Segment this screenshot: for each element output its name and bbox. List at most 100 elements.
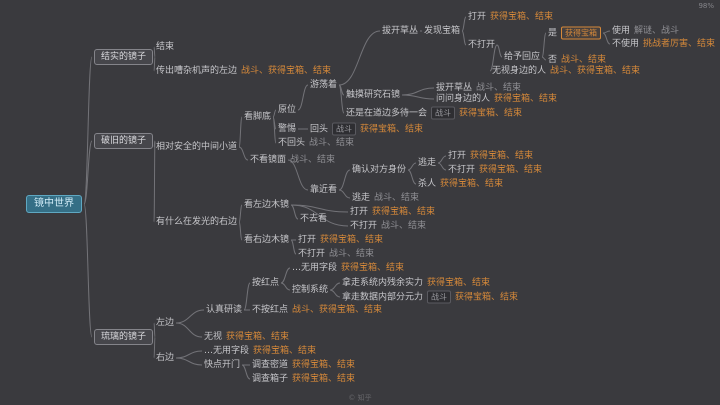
- edge-zuobian-rzyd: [175, 309, 205, 324]
- edge-ahd-kzxt: [280, 282, 291, 291]
- edge-jieshi-a2: [153, 56, 156, 72]
- node-liuli[interactable]: 琉璃的镜子: [94, 329, 154, 345]
- node-dcmd[interactable]: 调查密道获得宝箱、结束: [252, 359, 355, 371]
- node-shiyong[interactable]: 使用解谜、战斗: [612, 25, 679, 37]
- node-dcxz[interactable]: 调查箱子获得宝箱、结束: [252, 373, 355, 385]
- edge-youdang-bkcc: [338, 30, 381, 86]
- node-nczl[interactable]: 拿走系统内残余实力获得宝箱、结束: [342, 277, 490, 289]
- node-jieshi[interactable]: 结实的镜子: [94, 49, 154, 65]
- node-label: 结实的镜子: [101, 52, 147, 62]
- node-label: 有什么在发光的右边: [156, 217, 238, 227]
- node-label: 游荡着: [310, 80, 338, 90]
- node-qrdfsf[interactable]: 确认对方身份: [352, 164, 406, 176]
- outcome-text: 战斗、结束: [381, 221, 427, 231]
- node-dk2[interactable]: 打开获得宝箱、结束: [448, 150, 533, 162]
- node-fou[interactable]: 否战斗、结束: [548, 54, 606, 66]
- node-sharen[interactable]: 杀人获得宝箱、结束: [418, 178, 503, 190]
- edge-liuli-youbian: [153, 336, 156, 359]
- node-label: 镜中世界: [34, 198, 74, 209]
- node-bkcc[interactable]: 拔开草丛: [382, 25, 418, 37]
- node-youdang[interactable]: 游荡着: [310, 79, 337, 91]
- node-yuanwei[interactable]: 原位: [278, 104, 296, 116]
- node-wushi[interactable]: 无视获得宝箱、结束: [204, 331, 289, 343]
- node-buqukan[interactable]: 不去看: [300, 213, 327, 225]
- node-kyb[interactable]: 看右边木镜: [244, 234, 289, 246]
- reward-text: 获得宝箱、结束: [494, 94, 558, 104]
- node-kzb[interactable]: 看左边木镜: [244, 199, 289, 211]
- node-bkjm[interactable]: 不看镜面战斗、结束: [250, 154, 335, 166]
- node-wyzd2[interactable]: …无用字段获得宝箱、结束: [204, 345, 316, 357]
- node-kjd[interactable]: 看脚底: [244, 111, 271, 123]
- reward-text: 获得宝箱、结束: [440, 179, 504, 189]
- node-label: 逃走: [418, 158, 437, 168]
- edge-cmyj-wwsbdr: [401, 94, 435, 100]
- battle-badge: 战斗: [431, 106, 456, 120]
- edge-kdkm-dcxz: [241, 364, 251, 380]
- outcome-text: 战斗、结束: [309, 138, 355, 148]
- node-dk3[interactable]: 打开获得宝箱、结束: [350, 206, 435, 218]
- node-huitou[interactable]: 回头战斗获得宝箱、结束: [310, 122, 423, 136]
- node-buhuitou[interactable]: 不回头战斗、结束: [278, 137, 354, 149]
- node-cmyj[interactable]: 触摸研究石镜: [346, 89, 400, 101]
- node-kaojinkan[interactable]: 靠近看: [310, 184, 337, 196]
- node-jyhy[interactable]: 给予回应: [504, 51, 540, 63]
- node-kdkm[interactable]: 快点开门: [204, 359, 240, 371]
- node-label: 拿走数据内部分元力: [342, 292, 424, 302]
- node-fxbx[interactable]: 发现宝箱: [424, 25, 460, 37]
- node-b2[interactable]: 有什么在发光的右边: [156, 216, 237, 228]
- edge-b1-bkjm: [238, 146, 249, 161]
- node-bkcc2[interactable]: 拔开草丛战斗、结束: [436, 82, 521, 94]
- node-bdk3[interactable]: 不打开战斗、结束: [350, 220, 426, 232]
- node-kzxt[interactable]: 控制系统: [292, 284, 328, 296]
- node-label: 相对安全的中间小道: [156, 142, 238, 152]
- node-label: 看右边木镜: [244, 235, 290, 245]
- node-label: 使用: [612, 26, 631, 36]
- edge-b2-kzb: [238, 204, 243, 223]
- node-label: 打开: [350, 207, 369, 217]
- node-jingti[interactable]: 警惕: [278, 123, 296, 135]
- edge-kaojinkan-taozou2: [338, 189, 351, 199]
- node-label: 按红点: [252, 278, 280, 288]
- node-label: 逃走: [352, 193, 371, 203]
- node-youbian[interactable]: 右边: [156, 352, 174, 364]
- node-bdk2[interactable]: 不打开获得宝箱、结束: [448, 164, 542, 176]
- node-label: 打开: [448, 151, 467, 161]
- node-wyzd1[interactable]: …无用字段获得宝箱、结束: [292, 262, 404, 274]
- node-shi[interactable]: 是获得宝箱: [548, 26, 602, 40]
- edge-youbian-wyzd2: [175, 350, 203, 359]
- node-dk1[interactable]: 打开获得宝箱、结束: [468, 11, 553, 23]
- node-bahd[interactable]: 不按红点战斗、获得宝箱、结束: [252, 304, 382, 316]
- edge-taozou1-dk2: [437, 155, 447, 164]
- outcome-text: 战斗、结束: [476, 83, 522, 93]
- edge-b1-kjd: [238, 116, 243, 148]
- edge-jyhy-fou: [541, 56, 547, 61]
- node-dk4[interactable]: 打开获得宝箱、结束: [298, 234, 383, 246]
- node-label: 否: [548, 55, 558, 65]
- edge-bdk1-wssbdr: [489, 44, 498, 72]
- node-xingmu[interactable]: 破旧的镜子: [94, 133, 154, 149]
- node-wssbdr[interactable]: 无视身边的人战斗、获得宝箱、结束: [492, 65, 640, 77]
- edge-ahd-wyzd1: [280, 267, 291, 284]
- node-label: 触摸研究石镜: [346, 90, 401, 100]
- node-root[interactable]: 镜中世界: [26, 195, 82, 213]
- node-taozou1[interactable]: 逃走: [418, 157, 436, 169]
- edge-b2-kyb: [238, 221, 243, 241]
- node-bdk4[interactable]: 不打开战斗、结束: [298, 248, 374, 260]
- node-nzsj[interactable]: 拿走数据内部分元力战斗获得宝箱、结束: [342, 290, 518, 304]
- node-bdk1[interactable]: 不打开: [468, 39, 495, 51]
- node-hsdd[interactable]: 还是在道边多待一会战斗获得宝箱、结束: [346, 106, 522, 120]
- node-taozou2[interactable]: 逃走战斗、结束: [352, 192, 419, 204]
- node-bushiyong[interactable]: 不使用挑战者厉害、结束: [612, 38, 715, 50]
- node-wwsbdr[interactable]: 问问身边的人获得宝箱、结束: [436, 93, 557, 105]
- node-a2[interactable]: 传出嘈杂机声的左边战斗、获得宝箱、结束: [156, 65, 331, 77]
- node-b1[interactable]: 相对安全的中间小道: [156, 141, 237, 153]
- zoom-indicator[interactable]: 98%: [698, 2, 714, 10]
- node-ahd[interactable]: 按红点: [252, 277, 279, 289]
- outcome-text: 解谜、战斗: [634, 26, 680, 36]
- node-a1[interactable]: 结束: [156, 41, 174, 53]
- node-label: 不去看: [300, 214, 328, 224]
- node-zuobian[interactable]: 左边: [156, 317, 174, 329]
- node-rzyd[interactable]: 认真研读: [206, 304, 242, 316]
- node-label: 不打开: [448, 165, 476, 175]
